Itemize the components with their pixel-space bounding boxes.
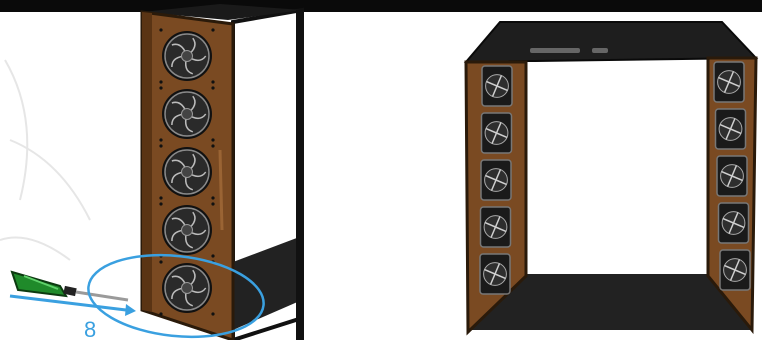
- fan-column-right-left: [480, 66, 512, 294]
- fan-column-left-board: [159, 28, 214, 315]
- fan-column-right-right: [714, 62, 750, 290]
- screwdriver-icon: [12, 272, 128, 300]
- fan-icon: [719, 203, 749, 243]
- frame-lid: [466, 22, 756, 62]
- fan-icon: [716, 109, 746, 149]
- background-sketch: [0, 60, 90, 260]
- wood-grain: [220, 150, 222, 230]
- frame-leg: [296, 10, 304, 340]
- fan-icon: [717, 156, 747, 196]
- step-number: 8: [84, 317, 96, 342]
- fan-icon: [720, 250, 750, 290]
- frame-opening: [526, 62, 710, 274]
- fan-icon: [482, 113, 512, 153]
- fan-icon: [714, 62, 744, 102]
- fan-icon: [481, 207, 511, 247]
- fan-icon: [482, 66, 512, 106]
- left-assembly: 8: [10, 4, 304, 345]
- top-bar: [0, 0, 762, 12]
- bottom-margin: [0, 340, 762, 346]
- fan-icon: [480, 254, 510, 294]
- wood-board-edge: [142, 12, 152, 312]
- lid-highlight: [530, 48, 580, 53]
- lid-highlight-small: [592, 48, 608, 53]
- right-assembly: [466, 22, 756, 332]
- fan-icon: [481, 160, 511, 200]
